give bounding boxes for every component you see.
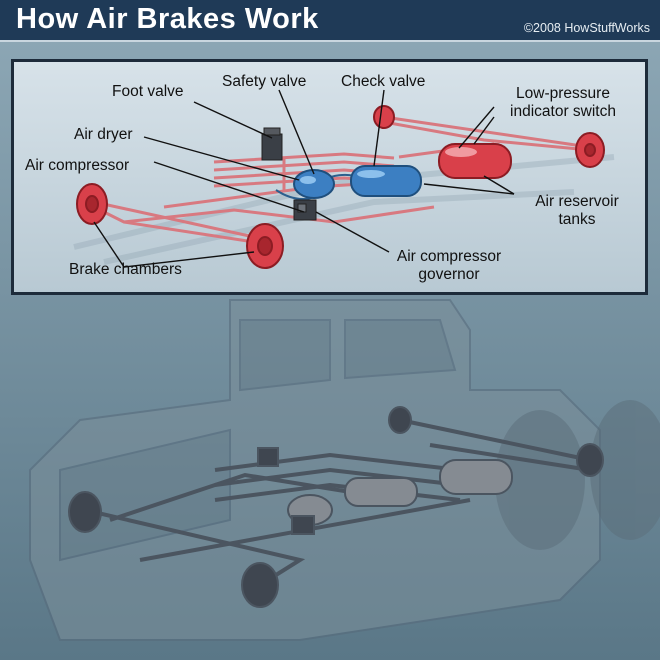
foot-valve xyxy=(261,127,283,161)
air-compressor-governor xyxy=(293,199,317,221)
page-title: How Air Brakes Work xyxy=(16,3,319,35)
label-low-pressure-switch: Low-pressure indicator switch xyxy=(498,85,628,121)
copyright-notice: ©2008 HowStuffWorks xyxy=(523,21,650,35)
label-governor-line2: governor xyxy=(418,266,480,283)
label-air-compressor-governor: Air compressor governor xyxy=(384,248,514,284)
label-safety-valve: Safety valve xyxy=(222,73,307,90)
label-foot-valve: Foot valve xyxy=(112,83,184,100)
truck-components xyxy=(68,406,604,608)
frame-outline xyxy=(73,154,615,265)
label-check-valve: Check valve xyxy=(341,73,426,90)
leader-lines xyxy=(93,89,515,268)
air-compressor xyxy=(293,169,335,199)
label-air-compressor: Air compressor xyxy=(25,157,130,174)
label-air-reservoir-line2: tanks xyxy=(558,211,596,228)
air-brake-diagram xyxy=(73,89,615,269)
label-low-pressure-line1: Low-pressure xyxy=(516,85,610,102)
label-governor-line1: Air compressor xyxy=(396,248,502,265)
air-reservoir-tanks xyxy=(350,143,512,197)
brake-chambers xyxy=(76,105,605,269)
label-low-pressure-line2: indicator switch xyxy=(510,103,616,120)
label-air-reservoir-line1: Air reservoir xyxy=(535,193,619,210)
label-air-reservoir-tanks: Air reservoir tanks xyxy=(522,193,632,229)
label-brake-chambers: Brake chambers xyxy=(69,261,182,278)
label-air-dryer: Air dryer xyxy=(74,126,133,143)
air-brake-diagram-inset: Foot valve Safety valve Check valve Low-… xyxy=(11,59,648,295)
title-bar: How Air Brakes Work ©2008 HowStuffWorks xyxy=(0,0,660,42)
